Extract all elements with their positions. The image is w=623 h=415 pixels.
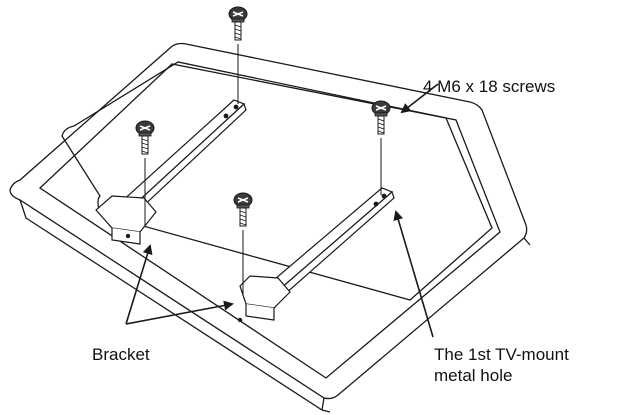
screw-guide-lines — [144, 44, 382, 296]
bracket-label: Bracket — [92, 345, 150, 364]
screw-icon — [135, 120, 155, 155]
tv-outer-edge — [9, 42, 528, 400]
metal-hole-label: The 1st TV-mount metal hole — [434, 344, 569, 386]
screw-icon — [228, 6, 248, 41]
metal-hole-label-line2: metal hole — [434, 366, 513, 385]
callout-arrows — [125, 83, 439, 338]
arrow-hole — [393, 210, 434, 338]
screws-label: 4 M6 x 18 screws — [423, 77, 556, 96]
arrow-bracket-right — [125, 300, 234, 325]
bracket-right — [237, 187, 395, 323]
metal-hole-label-line1: The 1st TV-mount — [434, 345, 569, 364]
tv-back-panel — [61, 61, 493, 301]
tv-body — [9, 42, 531, 413]
arrow-screws — [400, 83, 439, 114]
screw-icon — [371, 100, 391, 135]
tv-inner-edge — [38, 63, 501, 379]
bracket-left — [95, 99, 247, 245]
screw-icon — [233, 192, 253, 227]
arrow-bracket-left — [125, 244, 153, 325]
